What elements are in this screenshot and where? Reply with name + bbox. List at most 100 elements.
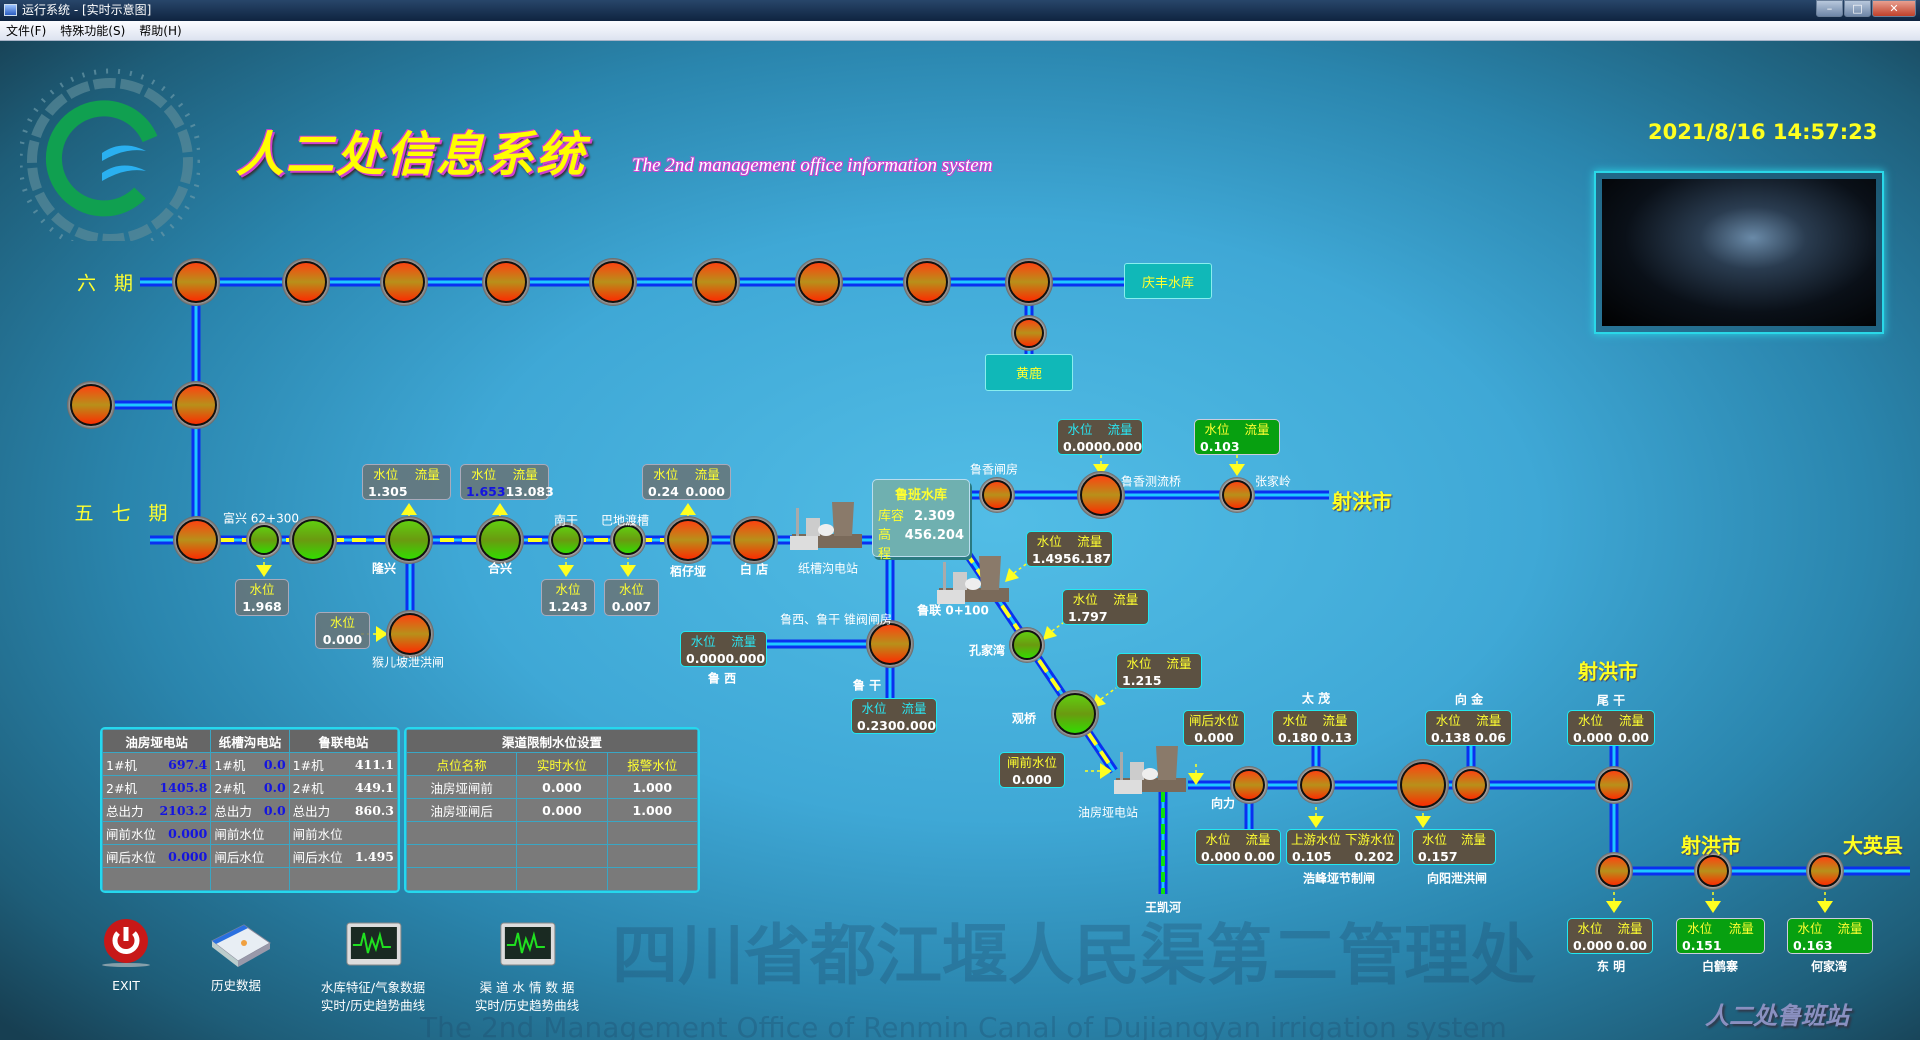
station-node-red[interactable] [1452,766,1490,804]
station-node-green[interactable] [610,522,646,558]
station-node-red[interactable] [1595,852,1633,890]
station-node-red[interactable] [1694,852,1732,890]
gauge-header: 流量 [1166,656,1192,671]
station-node-red[interactable] [1397,759,1449,811]
arrow-icon [1229,464,1245,476]
gauge-flow: 13.083 [505,484,554,499]
station-node-red[interactable] [173,516,221,564]
maximize-button[interactable]: □ [1844,0,1871,17]
station-node-green[interactable] [289,516,337,564]
history-data-label: 历史数据 [210,978,261,993]
station-node-red[interactable] [866,620,914,668]
station-node-red[interactable] [380,258,428,306]
history-data-button[interactable]: 历史数据 [208,919,271,995]
column-header: 点位名称 [406,752,518,776]
arrow-leader [1100,687,1117,700]
menu-special[interactable]: 特殊功能(S) [60,24,126,38]
station-node-red[interactable] [1011,315,1047,351]
station-node-red[interactable] [386,610,434,658]
station-node-red[interactable] [1219,477,1255,513]
minimize-button[interactable]: – [1816,0,1843,17]
station-node-red[interactable] [589,258,637,306]
station-node-red[interactable] [172,258,220,306]
gauge-header: 水位 [1435,713,1461,728]
arrow-icon [1188,773,1204,785]
station-node-red[interactable] [282,258,330,306]
station-node-red[interactable] [692,258,740,306]
menu-file[interactable]: 文件(F) [6,24,47,38]
gauge-header: 流量 [414,467,440,482]
canal-trend-button[interactable]: 渠 道 水 情 数 据 实时/历史趋势曲线 [475,921,579,1015]
station-node-green[interactable] [1051,690,1099,738]
video-panel[interactable] [1594,171,1884,334]
station-node-red[interactable] [1595,766,1633,804]
station-node-red[interactable] [664,516,712,564]
place-huanglu[interactable]: 黄鹿 [985,354,1073,391]
station-node-red[interactable] [1005,258,1053,306]
station-node-red[interactable] [172,381,220,429]
power-station-icon [1114,746,1186,794]
exit-button[interactable]: EXIT [98,919,154,995]
station-node-green[interactable] [1009,627,1045,663]
station-label-weigan: 尾 干 [1596,693,1626,708]
station-node-red[interactable] [1297,766,1335,804]
station-label-taimao: 太 茂 [1301,691,1331,706]
station-node-red[interactable] [67,381,115,429]
menu-help[interactable]: 帮助(H) [139,24,182,38]
station-node-red[interactable] [482,258,530,306]
table-cell: 油房垭闸前 [406,775,518,799]
station-node-green[interactable] [476,516,524,564]
cell-value: 2103.2 [159,802,208,818]
place-qingfeng-reservoir[interactable]: 庆丰水库 [1124,263,1212,299]
station-node-red[interactable] [730,516,778,564]
reservoir-trend-button[interactable]: 水库特征/气象数据 实时/历史趋势曲线 [321,921,425,1015]
cell-label: 1#机 [214,757,246,773]
station-header: 油房垭电站 [102,729,212,753]
station-node-red[interactable] [1230,766,1268,804]
station-node-green[interactable] [246,522,282,558]
arrow-icon [1308,816,1324,828]
station-node-red[interactable] [795,258,843,306]
station-node-red[interactable] [1077,471,1125,519]
station-node-green[interactable] [548,522,584,558]
station-node-green[interactable] [385,516,433,564]
station-node-red[interactable] [1806,852,1844,890]
station-node-red[interactable] [979,477,1015,513]
power-icon [98,919,154,969]
close-button[interactable]: ✕ [1872,0,1916,17]
station-node-red[interactable] [903,258,951,306]
